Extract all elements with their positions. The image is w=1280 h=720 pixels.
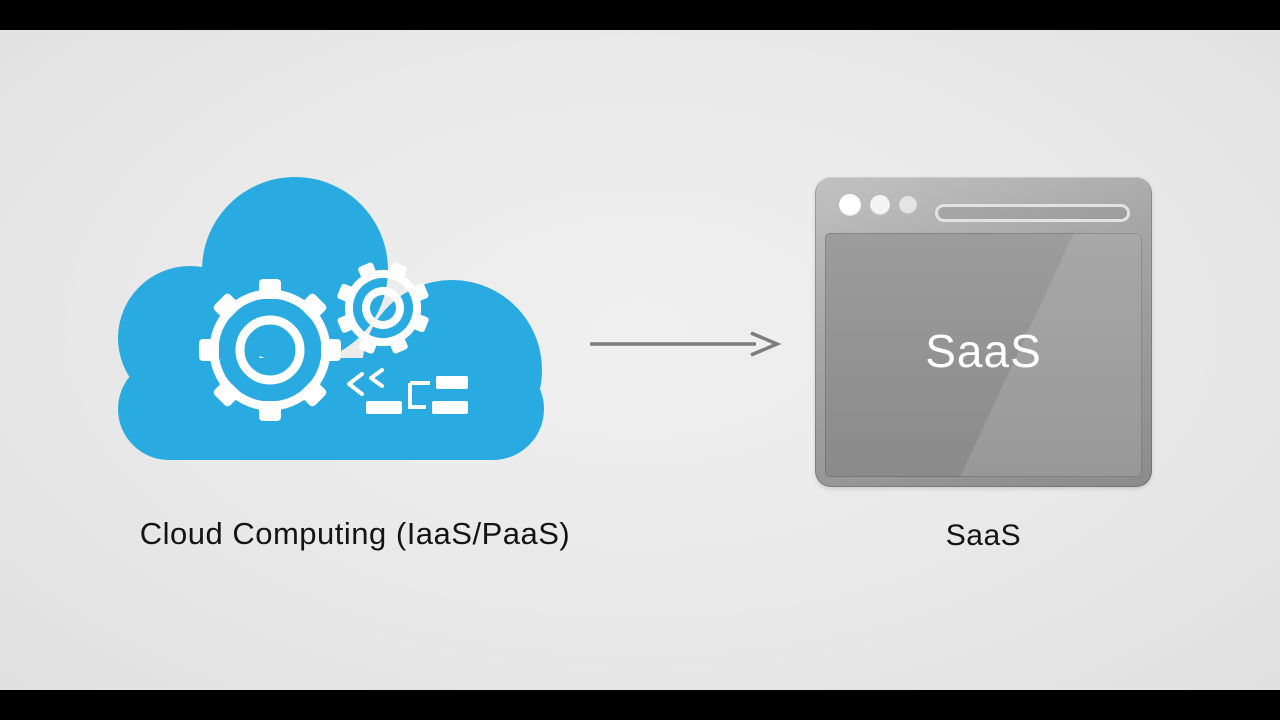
saas-label: SaaS (925, 325, 1042, 377)
window-dot-icon (839, 194, 861, 216)
gear-icon (199, 279, 341, 421)
cloud-caption: Cloud Computing (IaaS/PaaS) (139, 516, 571, 551)
browser-content: SaaS (825, 233, 1142, 477)
letterbox-top (0, 0, 1280, 30)
browser-titlebar (815, 177, 1152, 233)
window-dot-icon (870, 195, 890, 215)
diagram-canvas: SaaS Cloud Computing (IaaS/PaaS) SaaS (0, 30, 1280, 690)
workflow-icon (347, 368, 468, 414)
window-dot-icon (899, 196, 917, 214)
browser-window-icon: SaaS (815, 177, 1152, 487)
browser-caption: SaaS (945, 519, 1022, 552)
address-bar (935, 204, 1130, 222)
right-arrow-icon (590, 331, 782, 357)
gear-small-icon (337, 262, 429, 354)
letterbox-bottom (0, 690, 1280, 720)
cloud-icon (118, 177, 544, 460)
cloud-shape (118, 177, 544, 460)
